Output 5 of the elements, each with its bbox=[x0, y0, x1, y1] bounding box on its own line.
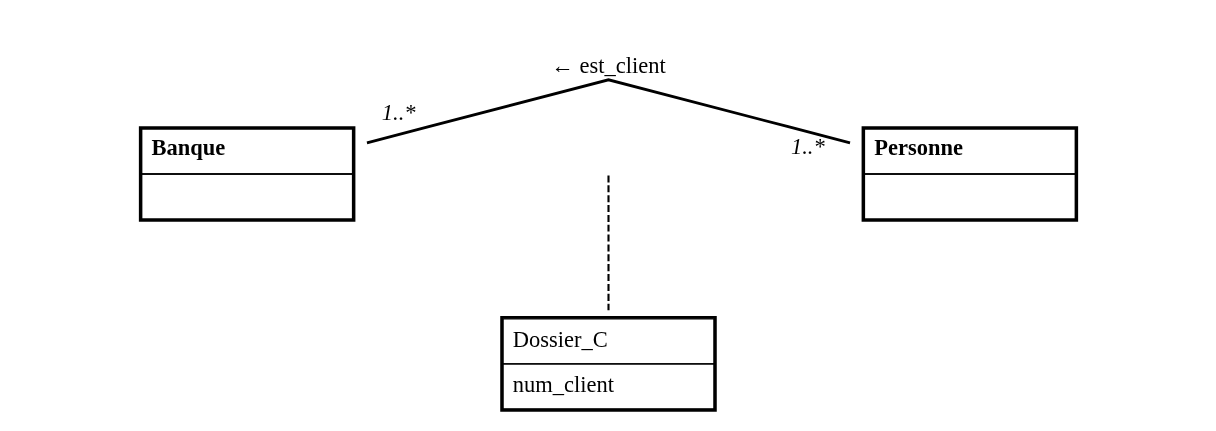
edge-label: ← est_client bbox=[550, 52, 666, 78]
label: 1..* bbox=[381, 99, 416, 125]
label: 1..* bbox=[790, 134, 825, 160]
connector bbox=[366, 78, 850, 145]
connector bbox=[606, 175, 610, 311]
